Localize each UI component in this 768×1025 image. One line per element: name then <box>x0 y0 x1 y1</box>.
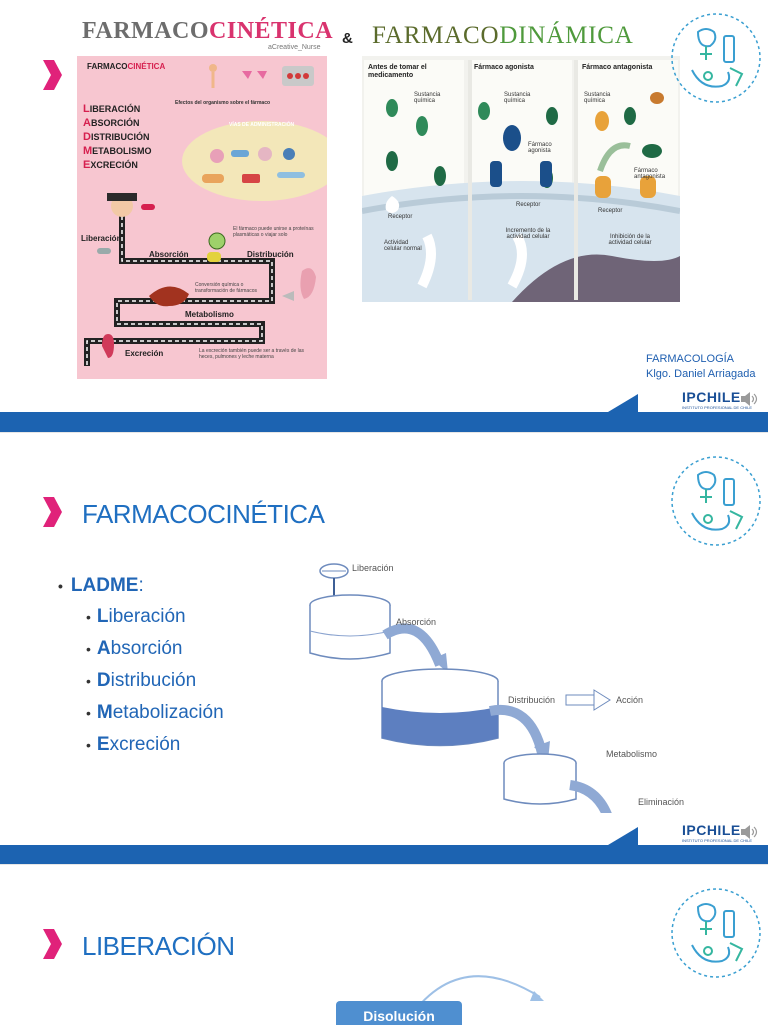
infographic-header: FARMACOCINÉTICA <box>87 62 166 71</box>
pd-panel-2-label-a: Sustancia química <box>504 92 531 104</box>
pd-panel-2-label-c: Receptor <box>516 202 541 208</box>
pd-panel-1-label-b: Receptor <box>388 214 413 220</box>
diagram-eliminacion: Eliminación <box>638 797 685 807</box>
pd-panel-3-label-c: Receptor <box>598 208 623 214</box>
footer-wedge <box>608 394 638 412</box>
health-badge-icon <box>671 888 761 978</box>
diagram-liberacion: Liberación <box>352 563 394 573</box>
ladme-flow-diagram: Liberación Absorción Distribución Acción… <box>300 553 720 813</box>
diagram-accion: Acción <box>616 695 644 705</box>
footer-band <box>0 845 768 865</box>
pd-panel-2-label-b: Fármaco agonista <box>528 142 552 154</box>
slide-farmacocinetica: FARMACOCINÉTICA •LADME: •Liberación •Abs… <box>0 432 768 865</box>
pd-panel-2-title: Fármaco agonista <box>474 64 534 71</box>
step-metabolismo: Metabolismo <box>185 310 234 319</box>
health-badge-icon <box>671 456 761 546</box>
pd-panel-3-label-b: Fármaco antagonista <box>634 168 666 180</box>
infographic-drawing <box>84 64 327 366</box>
conversion-note: Conversión química o transformación de f… <box>195 282 257 294</box>
effects-text: Efectos del organismo sobre el fármaco <box>175 100 271 106</box>
routes-text: VÍAS DE ADMINISTRACIÓN <box>229 122 295 128</box>
ampersand: & <box>342 30 353 47</box>
chevron-right-icon <box>43 497 62 527</box>
list-item: •Excreción <box>86 734 181 755</box>
pd-panel-3-title: Fármaco antagonista <box>582 64 653 71</box>
page-title: FARMACOCINÉTICA <box>82 499 325 529</box>
list-item: •Metabolización <box>86 702 224 723</box>
title-farmacocinetica: FARMACOCINÉTICA <box>82 18 334 44</box>
farmacodinamica-figure: Antes de tomar el medicamento Sustancia … <box>362 56 680 302</box>
footer-wedge <box>608 827 638 845</box>
footer-logo-area <box>628 827 768 845</box>
receptor-panels-drawing <box>362 60 680 302</box>
diagram-distribucion: Distribución <box>508 695 556 705</box>
pd-panel-2-label-d: Incremento de la actividad celular <box>505 228 551 240</box>
slide-farmacocinetica-farmacodinamica: FARMACOCINÉTICA aCreative_Nurse & FARMAC… <box>0 0 768 432</box>
title-farmacodinamica: FARMACODINÁMICA <box>372 22 634 49</box>
protein-note: El fármaco puede unirse a proteínas plas… <box>233 226 314 238</box>
diagram-metabolismo: Metabolismo <box>606 749 658 759</box>
pd-panel-1-label-c: Actividad celular normal <box>384 240 422 252</box>
farmacocinetica-infographic: FARMACOCINÉTICA Efectos del organismo so… <box>77 56 327 379</box>
speaker-icon[interactable] <box>738 821 760 843</box>
list-item: •Liberación <box>86 606 186 627</box>
ladme-acronym-list: LIBERACIÓN ABSORCIÓN DISTRIBUCIÓN METABO… <box>83 103 152 171</box>
pd-panel-3-label-a: Sustancia química <box>584 92 611 104</box>
credit: FARMACOLOGÍA Klgo. Daniel Arriagada <box>646 353 756 380</box>
pd-panel-1-title: Antes de tomar el medicamento <box>368 64 427 79</box>
list-item: •Absorción <box>86 638 183 659</box>
list-item: •Distribución <box>86 670 197 691</box>
author-tag: aCreative_Nurse <box>268 44 321 51</box>
ladme-list: •LADME: •Liberación •Absorción •Distribu… <box>58 575 224 761</box>
page-title: LIBERACIÓN <box>82 931 235 961</box>
pd-panel-1-label-a: Sustancia química <box>414 92 441 104</box>
health-badge-icon <box>671 13 761 103</box>
footer-logo-area <box>628 394 768 412</box>
disolucion-box[interactable]: Disolución <box>336 1001 462 1025</box>
chevron-right-icon <box>43 60 62 90</box>
pd-panel-3-label-d: Inhibición de la actividad celular <box>608 234 652 246</box>
step-distribucion: Distribución <box>247 250 294 259</box>
footer-band <box>0 412 768 432</box>
step-excrecion: Excreción <box>125 349 164 358</box>
diagram-absorcion: Absorción <box>396 617 437 627</box>
excretion-note: La excreción también puede ser a través … <box>199 348 305 360</box>
speaker-icon[interactable] <box>738 388 760 410</box>
step-liberacion: Liberación <box>81 234 122 243</box>
step-absorcion: Absorción <box>149 250 189 259</box>
ladme-diagram-drawing <box>309 563 612 813</box>
chevron-right-icon <box>43 929 62 959</box>
slide-liberacion: LIBERACIÓN Disolución <box>0 864 768 1025</box>
